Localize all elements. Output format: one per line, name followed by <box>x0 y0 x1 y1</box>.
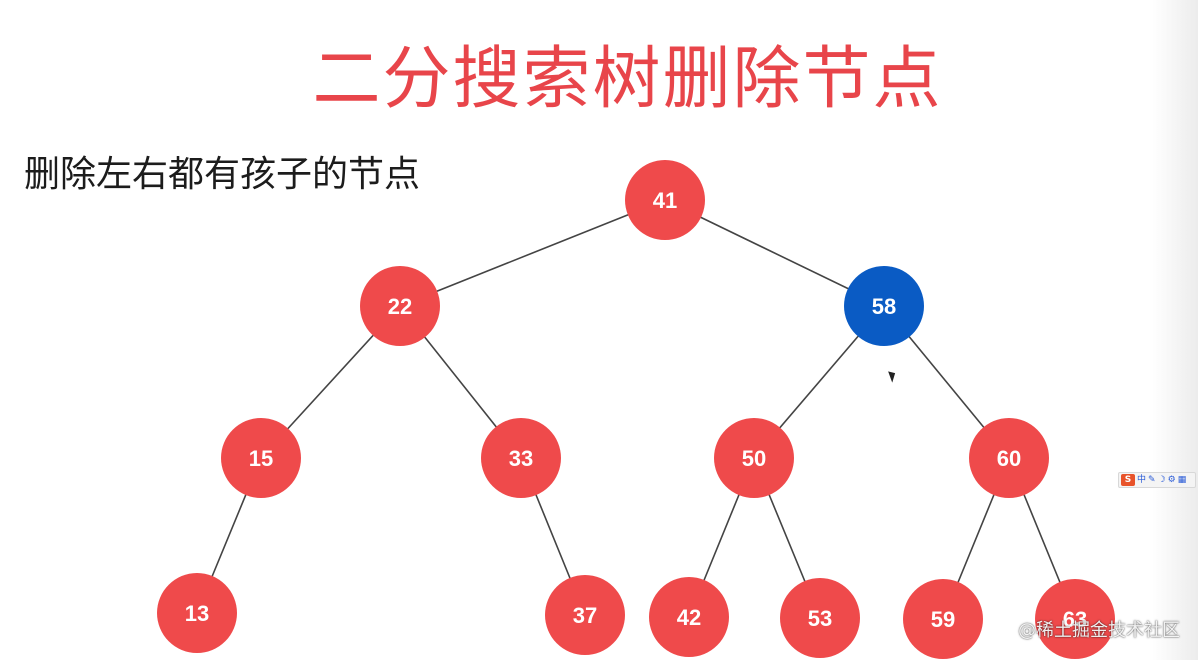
tree-node-50: 50 <box>714 418 794 498</box>
edge-41-58 <box>664 199 885 307</box>
node-label-63: 63 <box>1063 607 1087 632</box>
node-circle-22 <box>360 266 440 346</box>
node-circle-60 <box>969 418 1049 498</box>
tree-node-58: 58 <box>844 266 924 346</box>
tree-node-15: 15 <box>221 418 301 498</box>
ime-keyboard-icon[interactable]: ▦ <box>1177 475 1187 485</box>
tree-node-53: 53 <box>780 578 860 658</box>
ime-toolbar[interactable]: S 中 ✎ ☽ ⚙ ▦ <box>1118 472 1196 488</box>
node-label-13: 13 <box>185 601 209 626</box>
window-edge <box>1152 0 1198 660</box>
node-circle-59 <box>903 579 983 659</box>
node-circle-15 <box>221 418 301 498</box>
node-label-59: 59 <box>931 607 955 632</box>
node-label-58: 58 <box>872 294 896 319</box>
ime-pen-icon[interactable]: ✎ <box>1148 475 1156 485</box>
node-label-50: 50 <box>742 446 766 471</box>
node-circle-63 <box>1035 579 1115 659</box>
node-label-22: 22 <box>388 294 412 319</box>
tree-node-22: 22 <box>360 266 440 346</box>
node-circle-53 <box>780 578 860 658</box>
watermark: @稀土掘金技术社区 <box>1018 620 1180 641</box>
ime-mode-toggle[interactable]: 中 <box>1137 475 1147 485</box>
tree-node-33: 33 <box>481 418 561 498</box>
node-circle-37 <box>545 575 625 655</box>
tree-node-63: 63 <box>1035 579 1115 659</box>
tree-node-60: 60 <box>969 418 1049 498</box>
node-circle-50 <box>714 418 794 498</box>
tree-node-13: 13 <box>157 573 237 653</box>
tree-node-41: 41 <box>625 160 705 240</box>
node-circle-58 <box>844 266 924 346</box>
node-label-41: 41 <box>653 188 677 213</box>
edges-layer <box>196 199 1076 620</box>
node-label-60: 60 <box>997 446 1021 471</box>
edge-41-22 <box>399 199 666 307</box>
ime-moon-icon[interactable]: ☽ <box>1157 475 1166 485</box>
node-circle-13 <box>157 573 237 653</box>
tree-node-59: 59 <box>903 579 983 659</box>
node-label-33: 33 <box>509 446 533 471</box>
node-label-15: 15 <box>249 446 273 471</box>
nodes-layer: 41 22 58 15 33 50 60 13 37 42 53 59 63 <box>157 160 1115 659</box>
tree-node-37: 37 <box>545 575 625 655</box>
node-circle-41 <box>625 160 705 240</box>
ime-logo-icon[interactable]: S <box>1121 474 1135 486</box>
node-label-37: 37 <box>573 603 597 628</box>
tree-node-42: 42 <box>649 577 729 657</box>
slide-subtitle: 删除左右都有孩子的节点 <box>24 154 421 195</box>
node-circle-42 <box>649 577 729 657</box>
ime-settings-icon[interactable]: ⚙ <box>1167 475 1176 485</box>
node-label-42: 42 <box>677 605 701 630</box>
slide-title: 二分搜索树删除节点 <box>312 40 943 119</box>
node-label-53: 53 <box>808 606 832 631</box>
node-circle-33 <box>481 418 561 498</box>
